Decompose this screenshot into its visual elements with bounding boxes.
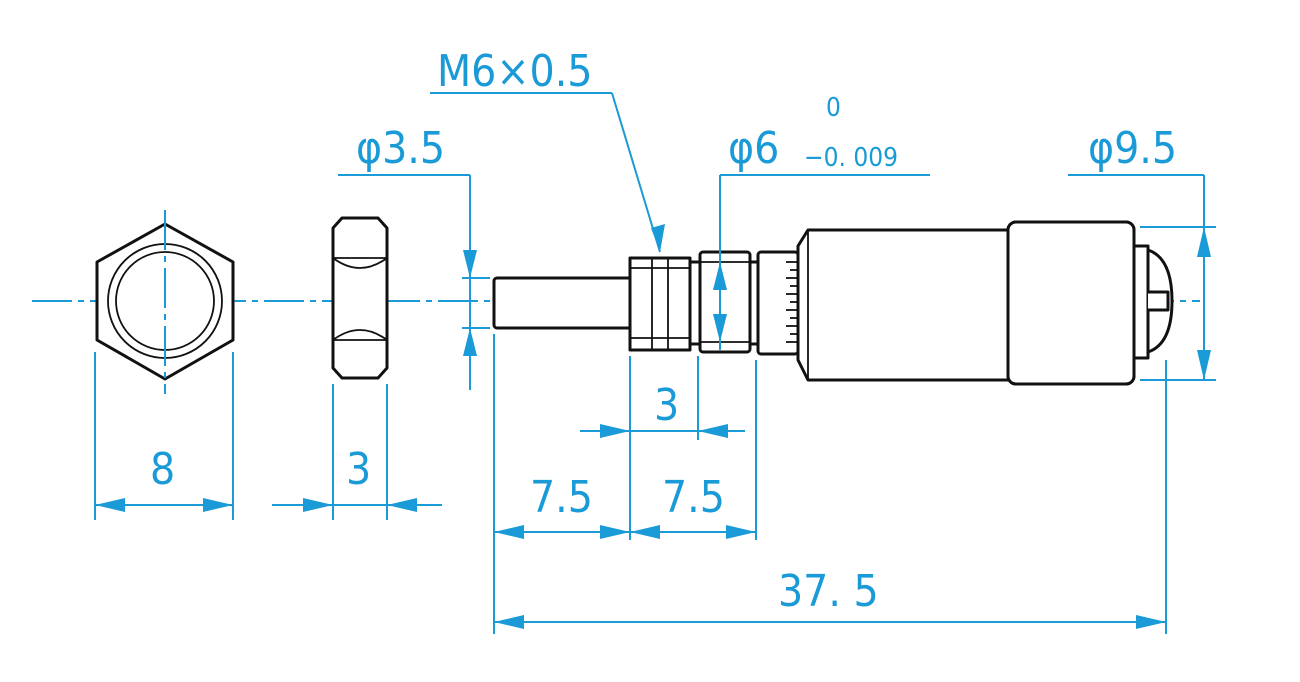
sleeve-tolerance-upper: 0 xyxy=(826,93,841,123)
thread-spec-label: M6×0.5 xyxy=(437,46,592,97)
nut-width-label: 8 xyxy=(150,444,175,495)
spindle-length-label: 7.5 xyxy=(530,472,593,523)
sleeve-diameter-label: φ6 xyxy=(728,123,779,174)
hex-nut-side-view xyxy=(331,216,389,380)
sleeve-tolerance-lower: −0. 009 xyxy=(804,143,898,173)
micrometer-head-side-view xyxy=(492,220,1174,386)
thimble-diameter-label: φ9.5 xyxy=(1088,123,1177,174)
thread-length-label: 3 xyxy=(654,380,679,431)
hex-nut-front-view xyxy=(95,210,235,394)
overall-length-label: 37. 5 xyxy=(778,566,879,617)
dimension-arrows xyxy=(95,224,1211,629)
spindle-diameter-label: φ3.5 xyxy=(356,123,445,174)
nut-thickness-label: 3 xyxy=(346,444,371,495)
sleeve-length-label: 7.5 xyxy=(662,472,725,523)
